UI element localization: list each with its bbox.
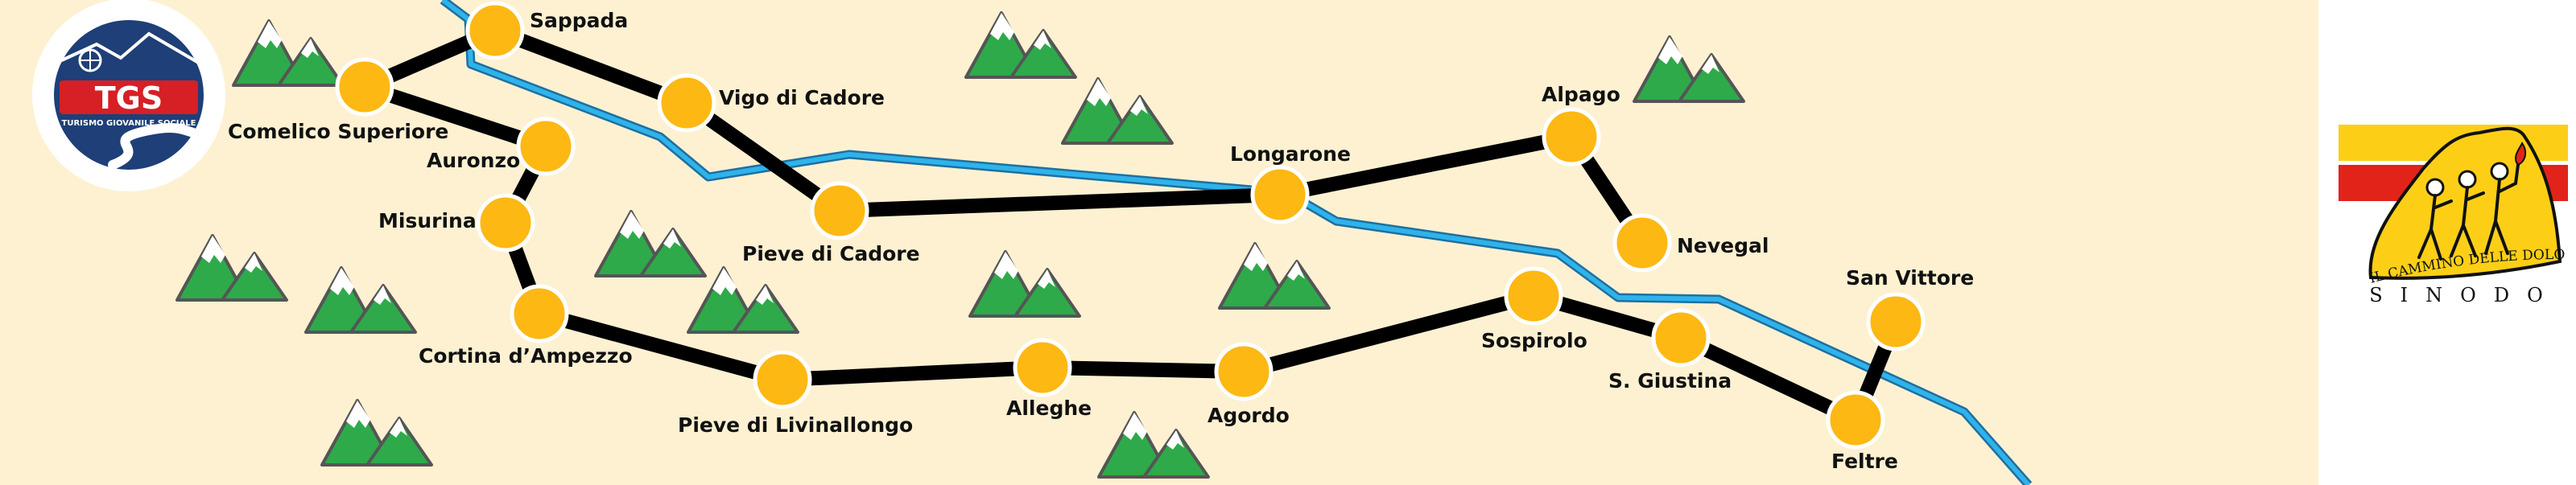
stop-marker-comelico-superiore xyxy=(335,57,394,117)
stop-marker-s-giustina xyxy=(1651,308,1711,368)
stop-marker-vigo-di-cadore xyxy=(657,73,716,133)
stop-label-vigo-di-cadore: Vigo di Cadore xyxy=(719,86,885,109)
stop-marker-sappada xyxy=(465,1,525,60)
stop-marker-auronzo xyxy=(516,117,576,176)
mountain-icon xyxy=(594,210,707,277)
stop-marker-longarone xyxy=(1250,165,1310,224)
stop-marker-pieve-di-livinallongo xyxy=(753,350,812,409)
mountain-icon xyxy=(964,11,1077,79)
tgs-logo-name: TGS xyxy=(95,80,163,116)
stop-marker-alleghe xyxy=(1013,338,1072,397)
mountain-icon xyxy=(1633,35,1745,103)
route xyxy=(361,23,1903,427)
stop-label-sospirolo: Sospirolo xyxy=(1481,329,1587,352)
mountain-icon xyxy=(232,19,345,87)
stop-label-longarone: Longarone xyxy=(1230,142,1351,166)
stop-label-agordo: Agordo xyxy=(1208,404,1290,427)
tgs-logo-caption: TURISMO GIOVANILE SOCIALE xyxy=(62,119,196,128)
stop-label-pieve-di-livinallongo: Pieve di Livinallongo xyxy=(678,413,913,437)
mountain-icon xyxy=(1218,242,1331,310)
stop-marker-nevegal xyxy=(1612,213,1672,273)
stop-label-feltre: Feltre xyxy=(1831,450,1898,473)
stop-label-s-giustina: S. Giustina xyxy=(1608,369,1732,393)
stop-label-san-vittore: San Vittore xyxy=(1846,266,1974,290)
stop-marker-cortina xyxy=(510,284,569,343)
stop-label-cortina: Cortina d’Ampezzo xyxy=(419,344,633,368)
stop-marker-misurina xyxy=(476,193,535,253)
tgs-logo: TGS TURISMO GIOVANILE SOCIALE xyxy=(32,0,225,191)
sinodo-logo-name: SINODO xyxy=(2369,284,2561,306)
stop-label-nevegal: Nevegal xyxy=(1677,234,1769,257)
stop-marker-sospirolo xyxy=(1504,266,1563,326)
stop-label-sappada: Sappada xyxy=(530,9,628,32)
stop-marker-alpago xyxy=(1542,107,1601,166)
stop-label-alpago: Alpago xyxy=(1542,83,1620,106)
mountain-icon xyxy=(1097,411,1210,479)
stop-label-pieve-di-cadore: Pieve di Cadore xyxy=(742,242,920,265)
mountain-icon xyxy=(968,250,1081,318)
mountain-icon xyxy=(175,234,288,302)
stop-label-comelico-superiore: Comelico Superiore xyxy=(228,120,448,143)
stop-marker-san-vittore xyxy=(1866,292,1926,351)
stop-marker-feltre xyxy=(1826,390,1885,450)
stop-marker-pieve-di-cadore xyxy=(810,181,869,240)
mountain-icon xyxy=(304,266,417,334)
stop-label-auronzo: Auronzo xyxy=(427,149,520,172)
stop-label-alleghe: Alleghe xyxy=(1006,397,1092,420)
mountain-icon xyxy=(320,399,433,467)
stop-marker-agordo xyxy=(1214,342,1274,401)
mountain-icon xyxy=(1061,77,1174,145)
stop-label-misurina: Misurina xyxy=(378,209,477,232)
